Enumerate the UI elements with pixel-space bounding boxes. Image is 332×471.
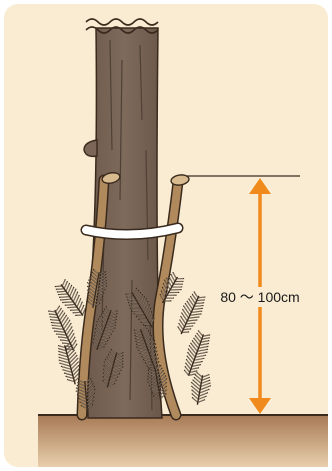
measurement-label: 80 ～ 100cm xyxy=(220,289,299,305)
ground xyxy=(38,415,328,467)
